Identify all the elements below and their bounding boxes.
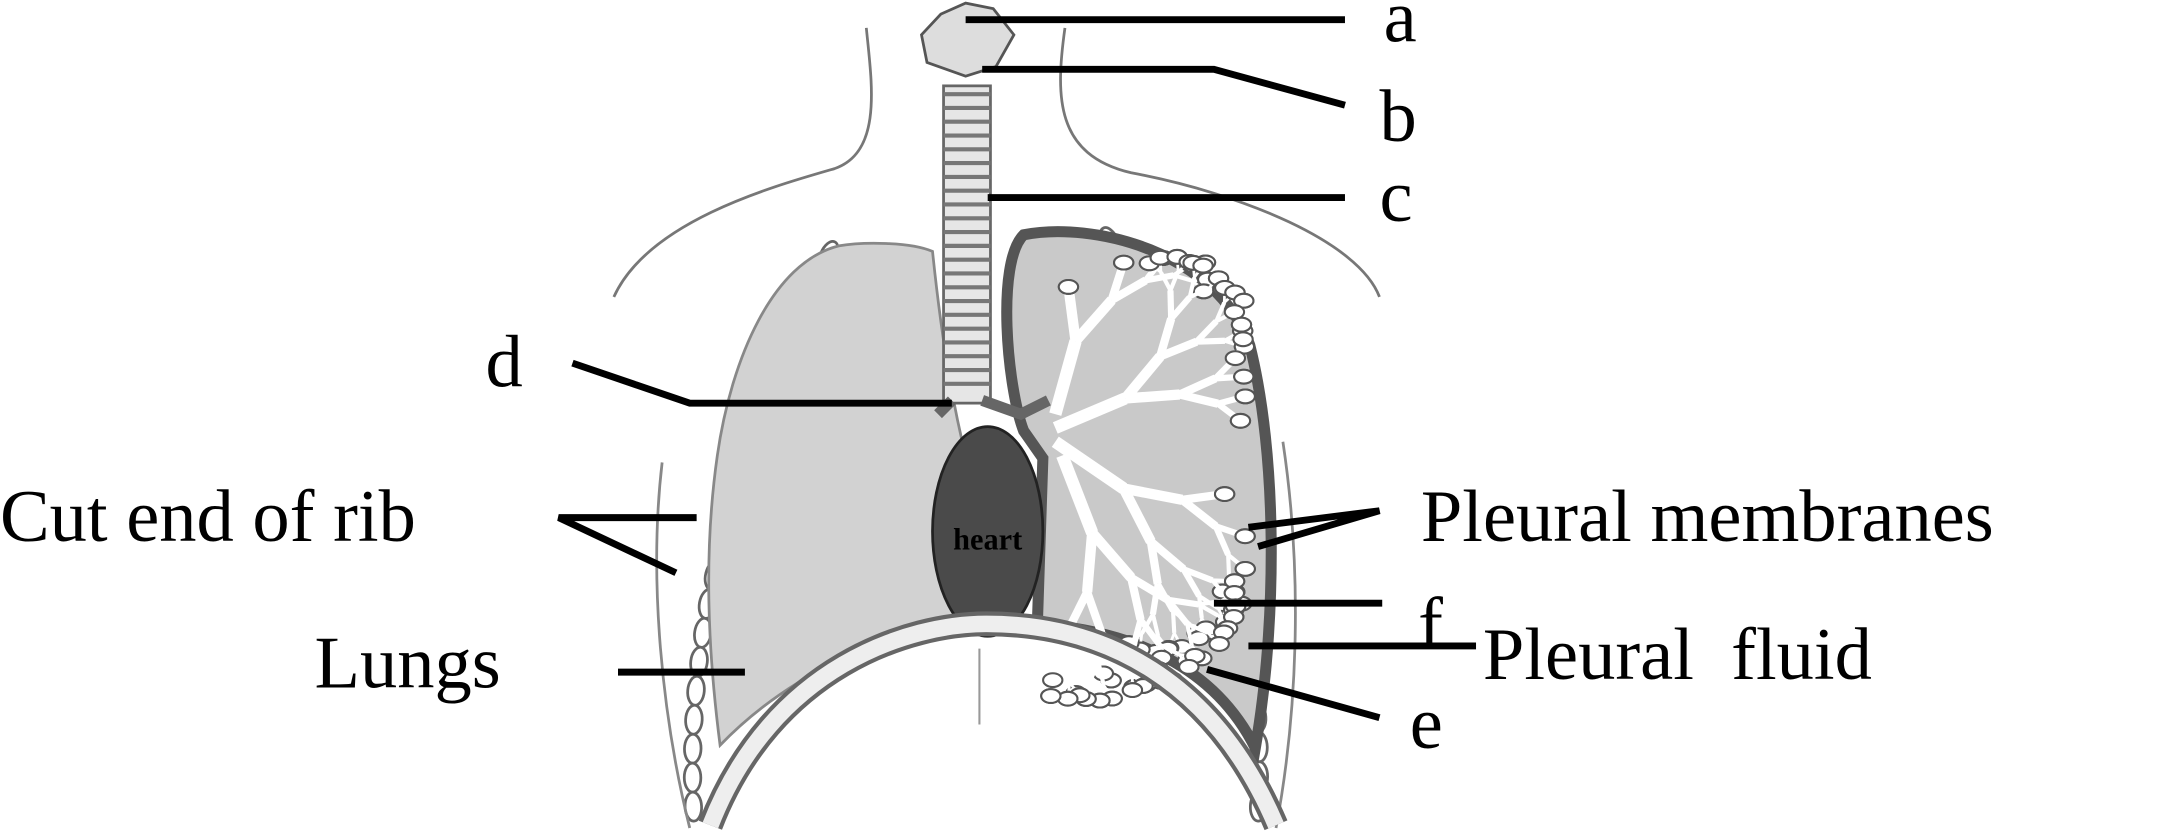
alveoli bbox=[1208, 636, 1230, 652]
alveoli bbox=[1230, 316, 1253, 333]
label-lungs: Lungs bbox=[315, 622, 501, 704]
label-b: b bbox=[1379, 76, 1416, 158]
bronchiole bbox=[1212, 525, 1231, 556]
alveoli bbox=[1121, 682, 1144, 699]
bronchiole bbox=[1049, 339, 1082, 416]
bronchiole bbox=[1197, 602, 1219, 618]
bronchiole bbox=[1146, 540, 1162, 585]
bronchiole bbox=[1096, 662, 1106, 686]
bronchial-tree bbox=[1040, 248, 1256, 709]
bronchiole bbox=[1226, 554, 1232, 577]
bronchiole bbox=[1165, 597, 1190, 626]
bronchiole bbox=[1168, 270, 1181, 292]
alveoli bbox=[1040, 688, 1062, 704]
bronchiole bbox=[1081, 532, 1098, 593]
alveoli bbox=[1042, 672, 1064, 689]
bronchiole bbox=[1156, 317, 1176, 358]
bronchiole bbox=[1158, 642, 1180, 657]
bronchiole bbox=[1178, 390, 1219, 408]
bronchiole bbox=[1062, 660, 1072, 684]
bronchiole bbox=[1063, 286, 1081, 342]
bronchiole bbox=[1071, 296, 1116, 345]
leader-rib bbox=[557, 514, 697, 576]
bronchiole bbox=[1051, 436, 1128, 494]
alveoli bbox=[1113, 254, 1135, 271]
bronchiole bbox=[1129, 618, 1144, 651]
heart-label: heart bbox=[953, 522, 1022, 556]
bronchiole bbox=[1159, 271, 1173, 292]
bronchiole bbox=[1148, 538, 1187, 573]
alveoli bbox=[1234, 528, 1256, 545]
bronchiole bbox=[1185, 623, 1194, 647]
label-e: e bbox=[1410, 683, 1443, 765]
bronchiole bbox=[1129, 574, 1171, 604]
bronchiole bbox=[1086, 662, 1101, 685]
bronchiole bbox=[1083, 590, 1106, 634]
label-f: f bbox=[1418, 584, 1443, 666]
rib-segment bbox=[686, 674, 706, 707]
bronchiole bbox=[1214, 301, 1227, 323]
alveoli bbox=[1057, 278, 1080, 295]
bronchiole bbox=[1088, 529, 1136, 582]
bronchiole bbox=[1052, 392, 1128, 434]
alveoli bbox=[1234, 388, 1256, 405]
chest-wall-right bbox=[1274, 441, 1297, 829]
neck-shoulder-outline-left bbox=[612, 27, 873, 298]
bronchiole bbox=[1145, 272, 1175, 284]
alveoli bbox=[1232, 331, 1254, 348]
bronchiole bbox=[1109, 276, 1148, 304]
chest-wall-left bbox=[655, 462, 692, 829]
alveoli bbox=[1192, 257, 1214, 274]
neck-shoulder-outline-right bbox=[1059, 27, 1381, 298]
alveoli bbox=[1234, 560, 1256, 577]
alveoli bbox=[1229, 412, 1252, 429]
label-pleural-membranes: Pleural membranes bbox=[1421, 476, 1994, 558]
bronchiole bbox=[1196, 337, 1226, 345]
bronchiole bbox=[1167, 290, 1175, 319]
bronchiole bbox=[1150, 613, 1161, 637]
alveoli bbox=[1213, 486, 1236, 503]
bronchiole bbox=[1188, 286, 1210, 300]
alveoli bbox=[1224, 350, 1247, 367]
rib-segment bbox=[683, 732, 703, 765]
label-pleural-fluid: Pleural fluid bbox=[1483, 614, 1872, 696]
bronchiole bbox=[1124, 389, 1181, 404]
leader-pleural-membranes bbox=[1247, 507, 1381, 550]
bronchiole bbox=[1167, 596, 1199, 608]
bronchiole bbox=[1180, 567, 1202, 598]
bronchiole bbox=[1122, 483, 1184, 505]
alveoli bbox=[1178, 658, 1200, 675]
bronchiole bbox=[1056, 453, 1098, 535]
bronchiole bbox=[1186, 622, 1209, 635]
alveoli bbox=[1233, 292, 1255, 309]
bronchiole bbox=[1182, 566, 1214, 584]
label-c: c bbox=[1379, 156, 1412, 238]
bronchiole bbox=[1138, 617, 1162, 647]
left-lung bbox=[707, 241, 968, 749]
alveoli bbox=[1223, 585, 1246, 601]
bronchiole bbox=[1170, 610, 1177, 634]
bronchiole bbox=[1121, 353, 1165, 402]
bronchiole bbox=[1158, 337, 1199, 361]
label-d: d bbox=[486, 322, 523, 404]
bronchiole bbox=[1127, 576, 1145, 621]
rib-segment bbox=[684, 703, 704, 736]
rib-segment bbox=[682, 761, 703, 794]
bronchiole bbox=[1194, 319, 1219, 344]
bronchiole bbox=[1187, 276, 1197, 298]
bronchiole bbox=[1179, 496, 1219, 530]
bronchiole bbox=[1168, 295, 1193, 321]
label-a: a bbox=[1384, 0, 1417, 59]
bronchiole bbox=[1119, 486, 1156, 544]
label-cut-end-of-rib: Cut end of rib bbox=[0, 476, 416, 558]
leader-b bbox=[982, 65, 1346, 109]
alveoli bbox=[1233, 368, 1255, 385]
leader-d bbox=[571, 359, 952, 407]
trachea-rings bbox=[943, 92, 991, 386]
larynx bbox=[919, 1, 1016, 78]
leader-e bbox=[1206, 666, 1381, 721]
